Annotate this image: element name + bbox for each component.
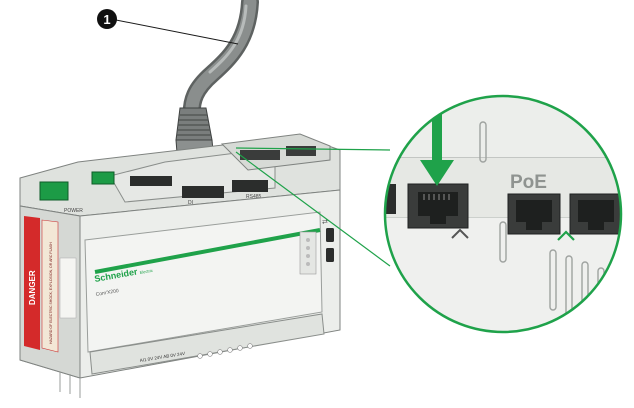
danger-text: DANGER <box>28 270 37 305</box>
danger-subtext: HAZARD OF ELECTRIC SHOCK, EXPLOSION, OR … <box>49 242 53 344</box>
comx-device: POWER RS485 DI Schneider Electric Com'X2… <box>19 133 341 398</box>
top-ethernet-ports <box>240 150 280 160</box>
zoom-detail: PoE <box>383 94 623 334</box>
brand-sub: Electric <box>139 268 153 275</box>
zoom-ethernet-port-target <box>407 183 469 239</box>
led-panel <box>299 231 317 275</box>
top-port-right <box>286 146 316 156</box>
green-connector-mid <box>91 171 115 185</box>
label-power: POWER <box>64 208 83 214</box>
poe-label: PoE <box>510 172 547 193</box>
zoom-poe-port-1 <box>507 193 561 235</box>
power-terminal <box>182 186 224 198</box>
poe-chevron-icon <box>557 230 575 241</box>
callout-number: 1 <box>103 12 110 27</box>
callout-1: 1 <box>97 9 239 45</box>
zoom-side-port <box>385 184 396 214</box>
danger-label: DANGER HAZARD OF ELECTRIC SHOCK, EXPLOSI… <box>24 216 59 353</box>
top-terminal-block <box>130 176 172 186</box>
usb-port-1 <box>326 228 334 242</box>
ethernet-cable <box>175 0 259 167</box>
usb-icon: ⇄ <box>322 219 328 226</box>
side-specs-label <box>59 257 77 319</box>
green-connector-left <box>39 181 69 201</box>
rs485-terminal <box>232 180 268 192</box>
zoom-connector-lines <box>235 147 391 267</box>
zoom-port-chevron <box>451 228 469 239</box>
green-accent-stripe <box>94 228 321 274</box>
zoom-poe-port-2 <box>569 193 621 235</box>
label-di: DI <box>188 200 193 206</box>
terminal-screws <box>197 343 253 359</box>
model-name: Com'X200 <box>95 288 119 298</box>
insert-arrow-icon <box>420 112 454 186</box>
usb-port-2 <box>326 248 334 262</box>
label-rs485: RS485 <box>246 194 262 200</box>
